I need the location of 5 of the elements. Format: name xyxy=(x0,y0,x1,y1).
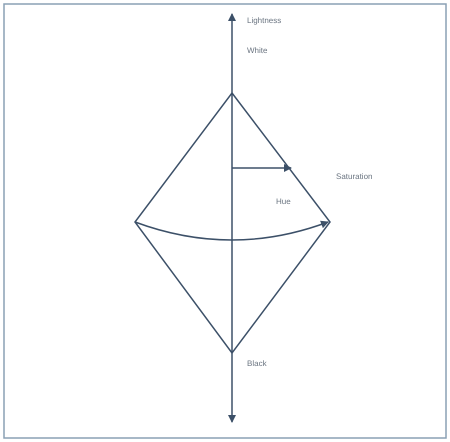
vertex-label: Black xyxy=(247,359,267,369)
axis-label: Hue xyxy=(276,197,291,207)
axis-label: Lightness xyxy=(247,16,282,26)
axis-label: Saturation xyxy=(336,172,372,182)
vertex-label: White xyxy=(247,46,268,56)
